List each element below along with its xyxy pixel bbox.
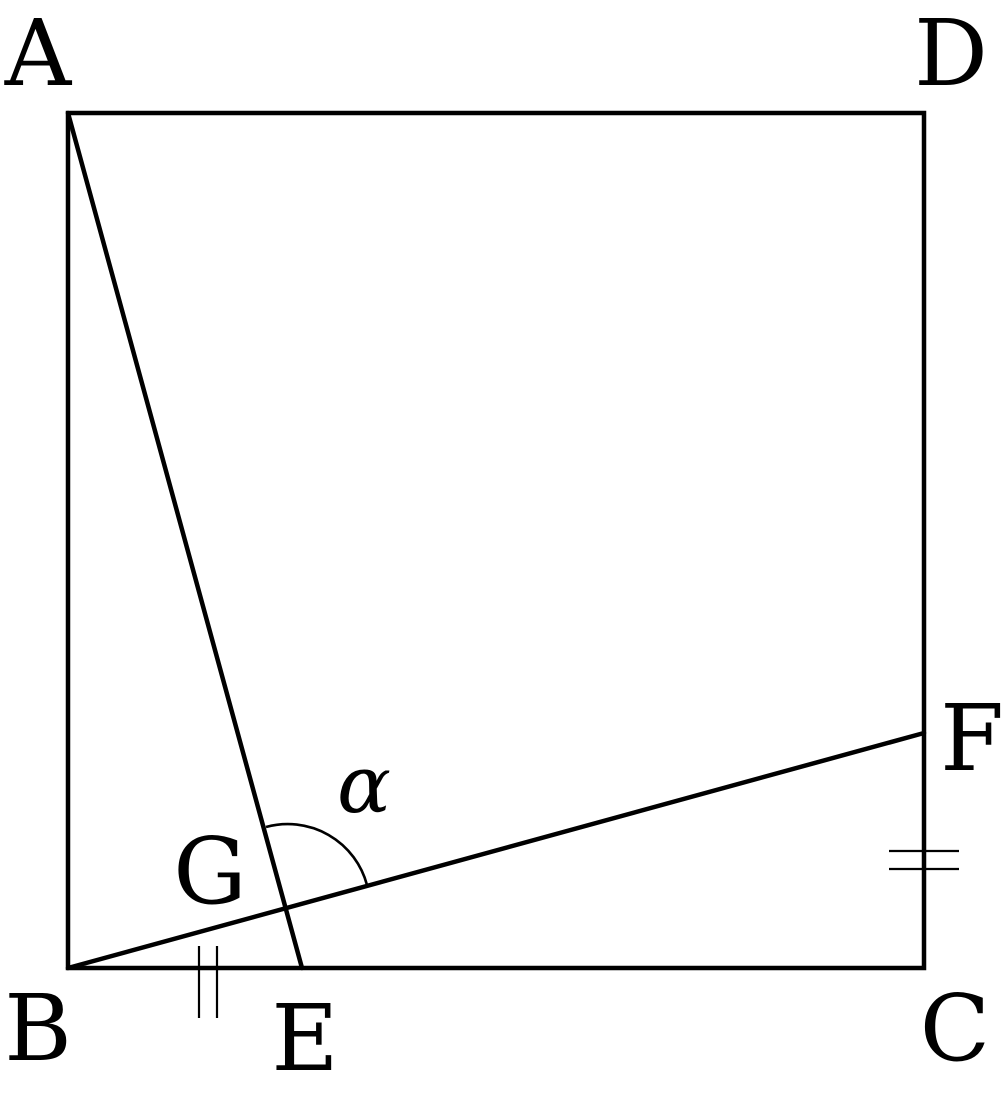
label-c: C (920, 975, 990, 1082)
segment-bf (65, 730, 927, 971)
segment-ae (65, 110, 305, 971)
square-abcd (65, 110, 927, 971)
angle-label-alpha: α (337, 738, 391, 831)
angle-arc-g (265, 822, 369, 886)
label-a: A (4, 0, 73, 107)
label-d: D (914, 0, 988, 107)
label-b: B (4, 975, 72, 1082)
label-e: E (271, 985, 338, 1092)
label-f: F (940, 685, 1004, 792)
label-g: G (173, 818, 247, 925)
